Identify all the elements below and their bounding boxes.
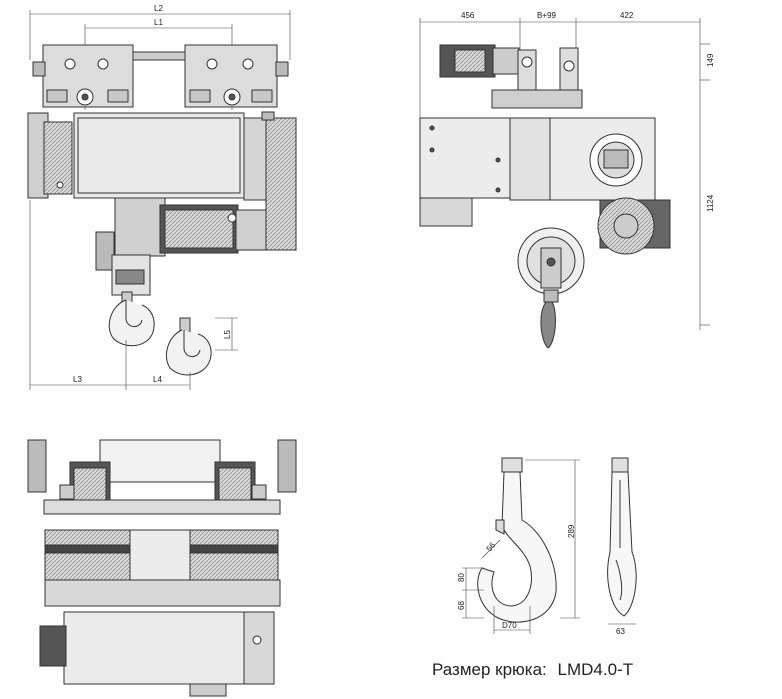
hook-side (607, 457, 637, 617)
plan-view (27, 439, 297, 697)
dim-l3: L3 (73, 375, 82, 384)
plan-drum (39, 611, 275, 697)
travel-motor (439, 44, 583, 109)
dim-b99: B+99 (537, 11, 556, 20)
drum-body (27, 111, 297, 251)
dim-l2: L2 (154, 4, 163, 13)
l5-dimension (215, 317, 238, 351)
side-view: 456 B+99 422 149 1124 (419, 11, 715, 349)
right-wheel-block (184, 44, 289, 108)
hoist-motor (114, 197, 267, 257)
side-body (419, 117, 656, 227)
dim-68: 68 (457, 601, 466, 610)
side-top-dimensions (419, 18, 710, 330)
dim-1124: 1124 (706, 194, 715, 212)
dim-422: 422 (620, 11, 634, 20)
caption-model: LMD4.0-T (557, 660, 634, 679)
front-hook-block (95, 231, 155, 347)
dim-149: 149 (706, 53, 715, 67)
dim-l1: L1 (154, 18, 163, 27)
dim-56: 56 (485, 540, 498, 553)
dim-456: 456 (461, 11, 475, 20)
hook-detail: 289 56 80 68 D70 63 (457, 457, 637, 636)
left-wheel-block (32, 44, 134, 108)
dim-80: 80 (457, 573, 466, 582)
hook-detail-dimensions (462, 459, 636, 634)
front-view: L2 L1 (27, 4, 297, 390)
dim-d70: D70 (502, 621, 517, 630)
front-hook-lowered (166, 317, 212, 376)
dim-63: 63 (616, 627, 625, 636)
side-hook-block (517, 227, 585, 349)
side-hoist-motor (597, 197, 671, 255)
bottom-dimension-line (29, 200, 191, 390)
dim-l4: L4 (153, 375, 162, 384)
dim-l5: L5 (223, 330, 232, 339)
hook-front (477, 457, 557, 623)
hook-size-caption: Размер крюка: LMD4.0-T (432, 660, 639, 680)
dim-289: 289 (567, 524, 576, 538)
plan-right-gear (189, 529, 279, 581)
caption-label: Размер крюка: (432, 660, 547, 679)
plan-left-gear (44, 529, 131, 581)
